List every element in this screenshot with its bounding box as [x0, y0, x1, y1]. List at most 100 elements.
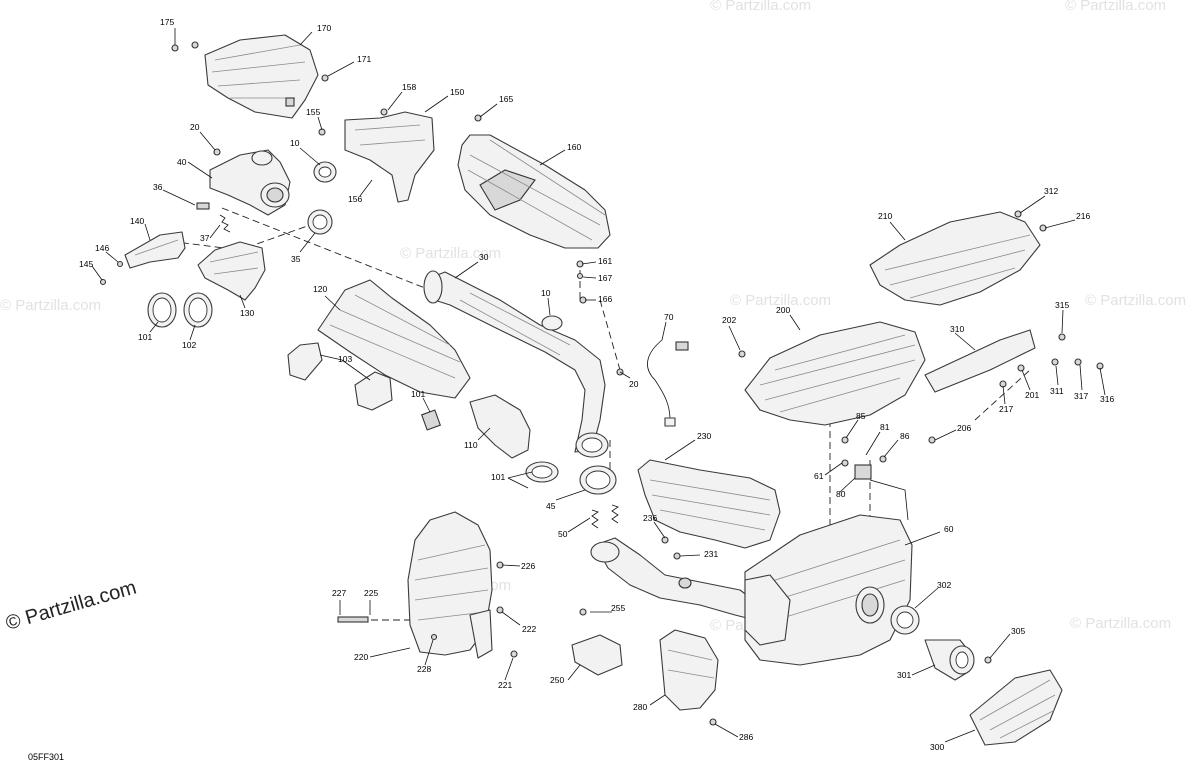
callout-35: 35 — [291, 254, 301, 264]
callout-301: 301 — [897, 670, 911, 680]
callout-311: 311 — [1050, 386, 1064, 396]
heat-shield-280 — [659, 629, 719, 711]
manifold-40 — [209, 149, 291, 216]
tailpipe-301 — [924, 639, 975, 681]
callout-101: 101 — [491, 472, 505, 482]
watermark-text: © Partzilla.com — [1070, 615, 1171, 632]
watermarks: © Partzilla.com © Partzilla.com © Partzi… — [0, 0, 1186, 635]
callout-175: 175 — [160, 17, 174, 27]
callout-85: 85 — [856, 411, 866, 421]
tail-shield-300 — [969, 669, 1063, 746]
muffler-60 — [744, 514, 913, 666]
heat-shield-210 — [869, 211, 1041, 306]
heat-shield-220 — [407, 511, 493, 659]
clamp-102-left — [183, 292, 213, 328]
watermark-text: © Partzilla.com — [3, 577, 139, 635]
bracket-250 — [571, 634, 623, 676]
heat-shield-120 — [317, 279, 471, 399]
callout-255: 255 — [611, 603, 625, 613]
callout-161: 161 — [598, 256, 612, 266]
gasket-10 — [313, 161, 337, 183]
callout-236: 236 — [643, 513, 657, 523]
watermark-text: © Partzilla.com — [710, 0, 811, 14]
callout-36: 36 — [153, 182, 163, 192]
gasket-302 — [890, 605, 920, 635]
heat-shield-110 — [469, 394, 531, 459]
callout-37: 37 — [200, 233, 210, 243]
heat-shield-170 — [204, 34, 319, 119]
oxygen-sensor-70 — [647, 339, 689, 427]
callout-50: 50 — [558, 529, 568, 539]
head-pipe-30 — [423, 270, 609, 458]
callout-166: 166 — [598, 294, 612, 304]
callout-220: 220 — [354, 652, 368, 662]
callout-228: 228 — [417, 664, 431, 674]
springs-50 — [591, 504, 619, 529]
callout-216: 216 — [1076, 211, 1090, 221]
bracket-310 — [924, 329, 1036, 393]
clamp-101-lower — [525, 461, 559, 483]
callout-227: 227 — [332, 588, 346, 598]
heat-shield-130 — [197, 241, 266, 301]
heat-shield-160 — [457, 134, 611, 249]
callout-250: 250 — [550, 675, 564, 685]
callout-30: 30 — [479, 252, 489, 262]
callout-230: 230 — [697, 431, 711, 441]
callout-101: 101 — [411, 389, 425, 399]
callout-labels: 175 170 171 158 150 165 155 10 156 20 40… — [79, 17, 1114, 752]
callout-316: 316 — [1100, 394, 1114, 404]
clamp-101-mid — [420, 409, 442, 431]
callout-130: 130 — [240, 308, 254, 318]
callout-60: 60 — [944, 524, 954, 534]
callout-45: 45 — [546, 501, 556, 511]
gasket-10-right — [541, 315, 563, 331]
leader-lines — [91, 28, 1106, 743]
callout-312: 312 — [1044, 186, 1058, 196]
callout-103: 103 — [338, 354, 352, 364]
watermark-text: © Partzilla.com — [400, 245, 501, 262]
gasket-35 — [307, 209, 333, 235]
callout-156: 156 — [348, 194, 362, 204]
callout-310: 310 — [950, 324, 964, 334]
callout-61: 61 — [814, 471, 824, 481]
callout-305: 305 — [1011, 626, 1025, 636]
bolt-227 — [337, 616, 369, 623]
callout-221: 221 — [498, 680, 512, 690]
bracket-80 — [854, 464, 909, 521]
callout-10: 10 — [541, 288, 551, 298]
gasket-45 — [579, 465, 617, 495]
callout-70: 70 — [664, 312, 674, 322]
callout-222: 222 — [522, 624, 536, 634]
callout-300: 300 — [930, 742, 944, 752]
callout-81: 81 — [880, 422, 890, 432]
callout-231: 231 — [704, 549, 718, 559]
callout-315: 315 — [1055, 300, 1069, 310]
callout-200: 200 — [776, 305, 790, 315]
mid-pipe — [590, 537, 761, 621]
callout-20: 20 — [629, 379, 639, 389]
callout-217: 217 — [999, 404, 1013, 414]
callout-160: 160 — [567, 142, 581, 152]
callout-201: 201 — [1025, 390, 1039, 400]
callout-150: 150 — [450, 87, 464, 97]
callout-170: 170 — [317, 23, 331, 33]
callout-286: 286 — [739, 732, 753, 742]
watermark-text: © Partzilla.com — [730, 292, 831, 309]
clamp-101-left — [147, 292, 177, 328]
callout-40: 40 — [177, 157, 187, 167]
spring-37 — [196, 202, 231, 233]
callout-102: 102 — [182, 340, 196, 350]
callout-101: 101 — [138, 332, 152, 342]
heat-shield-140 — [124, 231, 186, 269]
callout-171: 171 — [357, 54, 371, 64]
callout-110: 110 — [464, 440, 478, 450]
diagram-code: 05FF301 — [28, 752, 64, 762]
callout-80: 80 — [836, 489, 846, 499]
heat-shield-230 — [637, 459, 781, 549]
watermark-text: © Partzilla.com — [1085, 292, 1186, 309]
callout-210: 210 — [878, 211, 892, 221]
callout-202: 202 — [722, 315, 736, 325]
callout-158: 158 — [402, 82, 416, 92]
callout-317: 317 — [1074, 391, 1088, 401]
